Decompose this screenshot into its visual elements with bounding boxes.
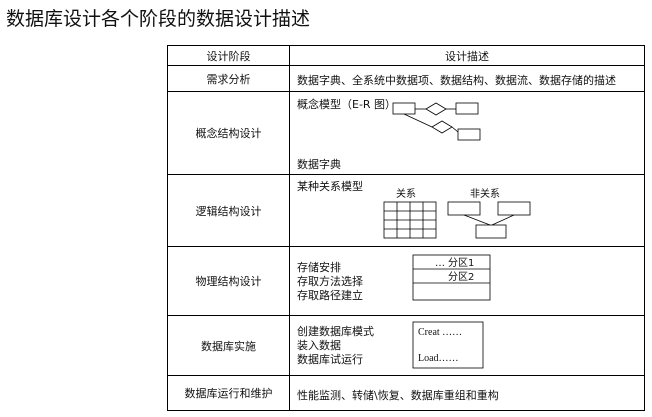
desc-operation: 性能监测、转储\恢复、数据库重组和重构 (289, 375, 645, 411)
stage-operation: 数据库运行和维护 (167, 375, 290, 411)
stage-implementation: 数据库实施 (167, 315, 290, 376)
table-header-row: 设计阶段 设计描述 (167, 45, 645, 66)
non-relation-box (475, 224, 507, 239)
physical-line: 存取方法选择 (297, 275, 363, 288)
row-implementation: 数据库实施 创建数据库模式 装入数据 数据库试运行 Creat …… Load…… (167, 315, 645, 376)
er-entity-box (457, 128, 481, 141)
er-diagram (392, 102, 481, 141)
script-box-diagram: Creat …… Load…… (412, 321, 484, 369)
header-stage: 设计阶段 (167, 45, 290, 66)
stage-conceptual: 概念结构设计 (167, 91, 290, 175)
desc-conceptual: 概念模型（E-R 图） 数据字典 (289, 91, 645, 175)
implementation-text-lines: 创建数据库模式 装入数据 数据库试运行 (297, 325, 374, 367)
desc-implementation: 创建数据库模式 装入数据 数据库试运行 Creat …… Load…… (289, 315, 645, 376)
relation-label: 关系 (396, 187, 416, 200)
stage-physical: 物理结构设计 (167, 246, 290, 316)
er-entity-box (455, 102, 479, 115)
physical-text-lines: 存储安排 存取方法选择 存取路径建立 (297, 261, 363, 303)
row-conceptual: 概念结构设计 概念模型（E-R 图） 数据字典 (167, 91, 645, 175)
storage-partition-diagram: … 分区1 分区2 (412, 254, 491, 301)
load-text: Load…… (418, 353, 459, 364)
desc-logical: 某种关系模型 关系 非关系 (289, 174, 645, 247)
requirements-desc-text: 数据字典、全系统中数据项、数据结构、数据流、数据存储的描述 (297, 74, 616, 87)
physical-line: 存取路径建立 (297, 289, 363, 302)
conceptual-dict-label: 数据字典 (297, 158, 341, 171)
conceptual-model-label: 概念模型（E-R 图） (297, 98, 397, 111)
logical-model-label: 某种关系模型 (297, 180, 363, 193)
operation-desc-text: 性能监测、转储\恢复、数据库重组和重构 (297, 389, 499, 402)
stage-logical: 逻辑结构设计 (167, 174, 290, 247)
relation-diagram: 关系 非关系 (383, 187, 531, 239)
er-entity-box (392, 102, 416, 115)
row-operation: 数据库运行和维护 性能监测、转储\恢复、数据库重组和重构 (167, 375, 645, 411)
row-logical: 逻辑结构设计 某种关系模型 关系 非关系 (167, 174, 645, 247)
non-relation-label: 非关系 (470, 187, 500, 200)
non-relation-box (497, 201, 531, 216)
desc-physical: 存储安排 存取方法选择 存取路径建立 … 分区1 分区2 (289, 246, 645, 316)
row-requirements: 需求分析 数据字典、全系统中数据项、数据结构、数据流、数据存储的描述 (167, 65, 645, 92)
desc-requirements: 数据字典、全系统中数据项、数据结构、数据流、数据存储的描述 (289, 65, 645, 92)
row-physical: 物理结构设计 存储安排 存取方法选择 存取路径建立 … 分区1 分区2 (167, 246, 645, 316)
partition-dots: … (435, 258, 445, 269)
design-table: 设计阶段 设计描述 需求分析 数据字典、全系统中数据项、数据结构、数据流、数据存… (167, 45, 645, 411)
implementation-line: 装入数据 (297, 339, 341, 352)
page-title: 数据库设计各个阶段的数据设计描述 (6, 8, 311, 30)
stage-requirements: 需求分析 (167, 65, 290, 92)
partition-1-label: 分区1 (448, 257, 474, 269)
header-desc: 设计描述 (289, 45, 645, 66)
er-relationship-diamond (431, 120, 453, 134)
relation-grid (383, 201, 437, 239)
implementation-line: 数据库试运行 (297, 353, 363, 366)
creat-text: Creat …… (418, 327, 462, 338)
physical-line: 存储安排 (297, 261, 341, 274)
er-relationship-diamond (425, 102, 447, 116)
implementation-line: 创建数据库模式 (297, 325, 374, 338)
partition-2-label: 分区2 (448, 271, 474, 283)
non-relation-box (447, 201, 481, 216)
